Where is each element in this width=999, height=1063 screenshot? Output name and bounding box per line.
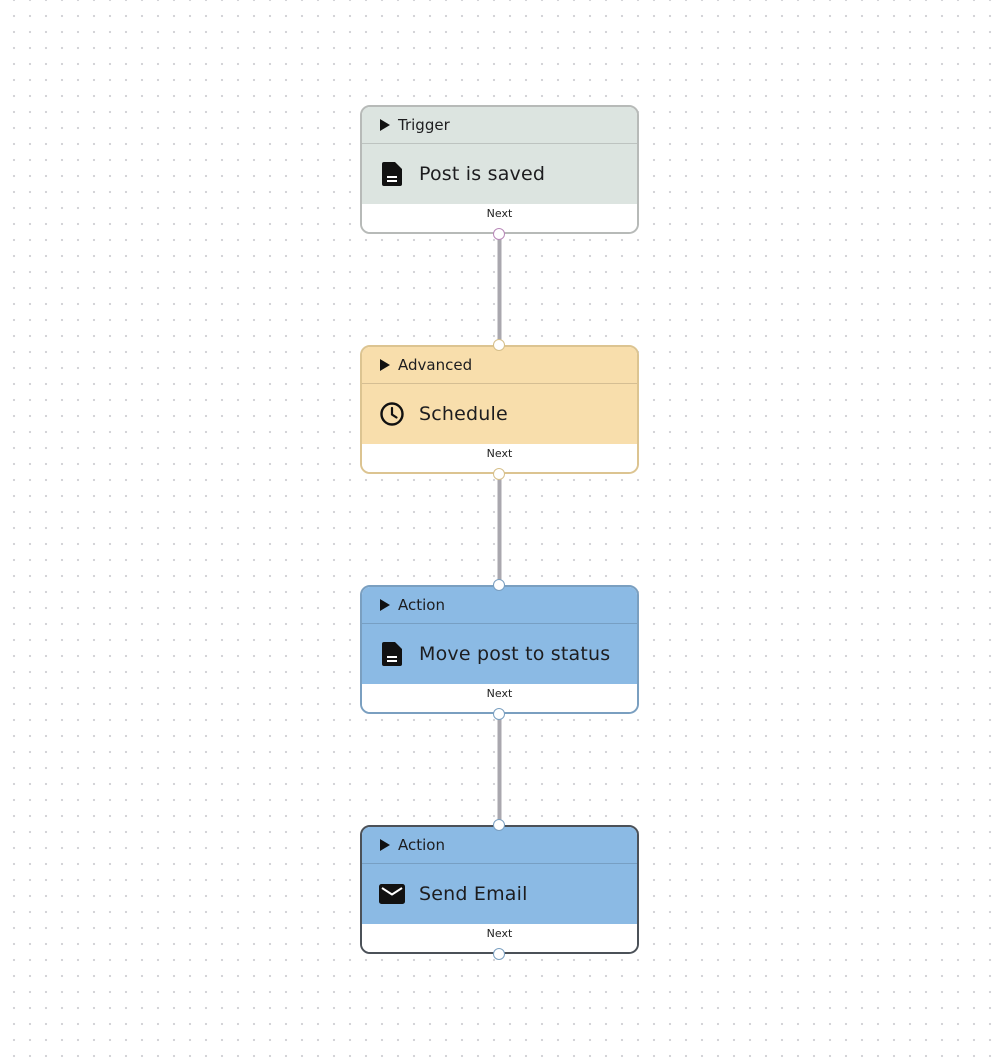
next-output-label: Next: [486, 927, 513, 940]
node-title: Post is saved: [419, 163, 546, 185]
workflow-node-trigger[interactable]: Trigger Post is saved Next: [360, 105, 639, 240]
node-header-toggle[interactable]: Action: [362, 587, 637, 624]
output-port[interactable]: [493, 708, 505, 720]
node-footer: Next: [362, 444, 637, 472]
node-header-toggle[interactable]: Trigger: [362, 107, 637, 144]
node-title: Move post to status: [419, 643, 611, 665]
node-header-toggle[interactable]: Action: [362, 827, 637, 864]
output-port[interactable]: [493, 468, 505, 480]
next-output-label: Next: [486, 207, 513, 220]
document-icon: [379, 641, 405, 667]
node-body: Post is saved: [362, 144, 637, 204]
workflow-node-send-email[interactable]: Action Send Email Next: [360, 819, 639, 960]
document-icon: [379, 161, 405, 187]
input-port[interactable]: [493, 819, 505, 831]
node-footer: Next: [362, 684, 637, 712]
expand-caret-icon: [380, 599, 390, 611]
node-body: Move post to status: [362, 624, 637, 684]
input-port[interactable]: [493, 579, 505, 591]
workflow-node-move-post[interactable]: Action Move post to status Next: [360, 579, 639, 720]
workflow-node-schedule[interactable]: Advanced Schedule Next: [360, 339, 639, 480]
node-category-label: Action: [398, 596, 445, 614]
node-category-label: Advanced: [398, 356, 473, 374]
node-footer: Next: [362, 204, 637, 232]
expand-caret-icon: [380, 119, 390, 131]
envelope-icon: [379, 881, 405, 907]
node-header-toggle[interactable]: Advanced: [362, 347, 637, 384]
node-body: Schedule: [362, 384, 637, 444]
expand-caret-icon: [380, 839, 390, 851]
expand-caret-icon: [380, 359, 390, 371]
node-footer: Next: [362, 924, 637, 952]
output-port[interactable]: [493, 948, 505, 960]
node-title: Send Email: [419, 883, 528, 905]
node-body: Send Email: [362, 864, 637, 924]
output-port[interactable]: [493, 228, 505, 240]
input-port[interactable]: [493, 339, 505, 351]
node-category-label: Trigger: [398, 116, 450, 134]
next-output-label: Next: [486, 687, 513, 700]
next-output-label: Next: [486, 447, 513, 460]
clock-icon: [379, 401, 405, 427]
node-category-label: Action: [398, 836, 445, 854]
node-title: Schedule: [419, 403, 508, 425]
